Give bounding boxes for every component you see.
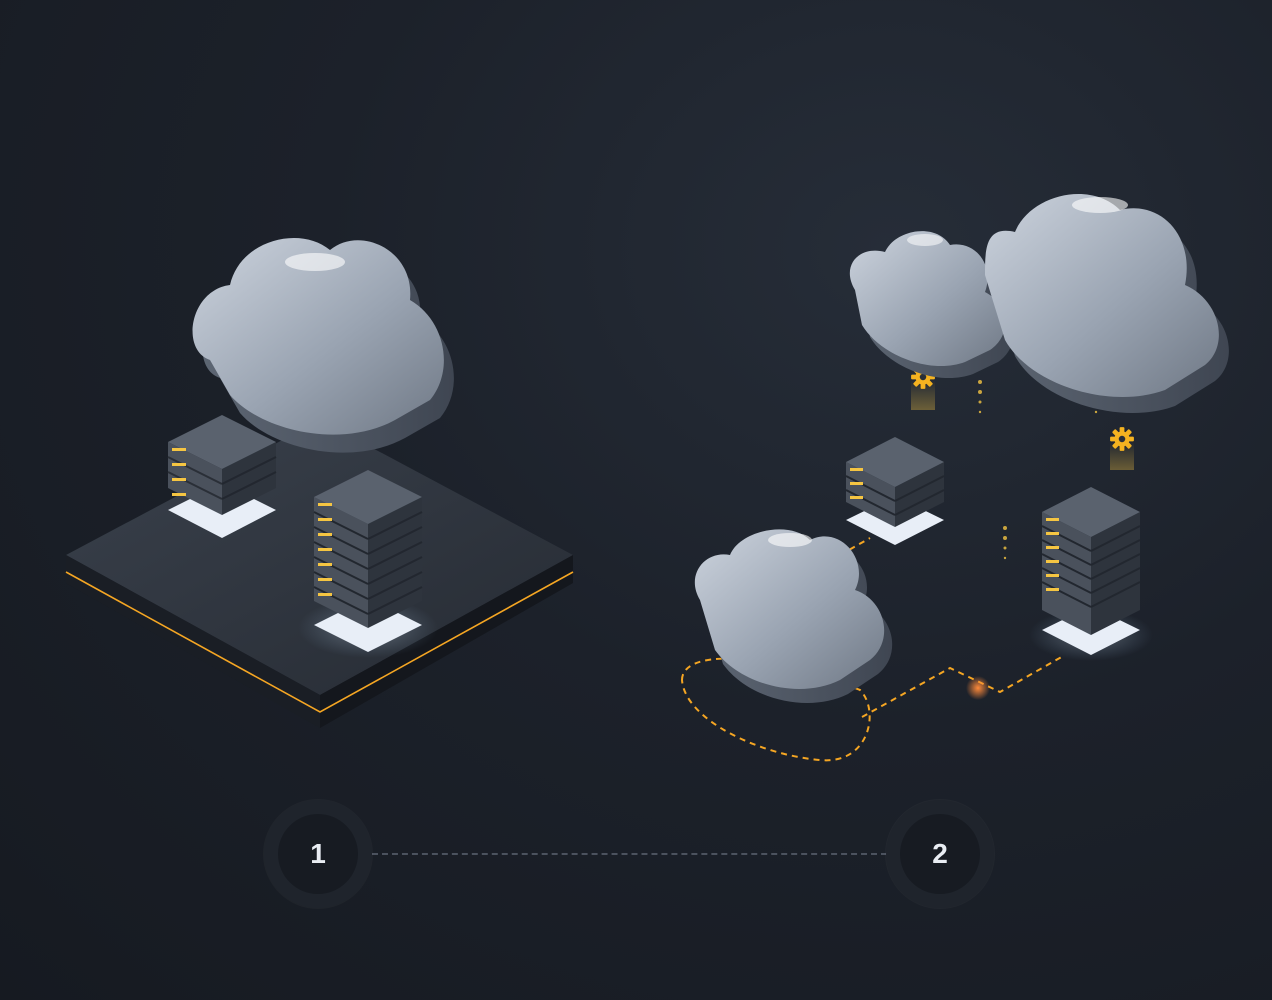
cloud-icon xyxy=(849,231,1014,379)
step-number: 2 xyxy=(900,814,980,894)
connection-line xyxy=(861,654,1066,718)
gear-icon xyxy=(1110,427,1134,451)
step-2: 2 xyxy=(886,800,994,908)
cloud-icon xyxy=(694,529,893,703)
server-tall-left xyxy=(298,470,438,658)
step-1: 1 xyxy=(264,800,372,908)
step-number: 1 xyxy=(278,814,358,894)
cloud-icon xyxy=(985,194,1229,413)
step-connector xyxy=(372,853,887,855)
connection-path xyxy=(680,657,871,762)
server-tall-right xyxy=(1029,487,1153,661)
server-small-right xyxy=(845,437,945,545)
cloud-icon xyxy=(192,237,454,453)
server-small-left xyxy=(167,415,277,538)
